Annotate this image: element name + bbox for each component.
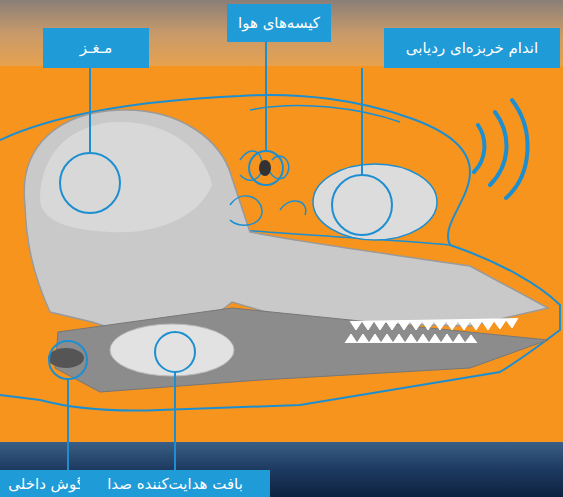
part-label: اندام خربزه‌ای ردیابی [406,39,538,57]
skull-highlight [40,122,212,232]
melon [313,164,437,240]
sea-band [0,442,563,497]
leader-line [174,372,176,470]
sky-band [0,0,563,68]
leader-line [89,68,91,153]
label-box: کیسه‌های هوا [227,4,331,42]
callout-circle [332,175,392,235]
label-box: مـغـز [43,28,149,68]
air-sacs [230,151,306,225]
label-box: اندام خربزه‌ای ردیابی [384,28,560,68]
callout-circle [155,332,195,372]
inner-ear [48,348,84,368]
sound-tissue [110,324,234,376]
head-outline [0,95,560,411]
callout-circle [60,153,120,213]
part-label: بافت هدایت‌کننده صدا [107,475,243,493]
leader-line [67,379,69,470]
upper-teeth [350,318,518,330]
callout-circle [249,151,283,185]
callout-circle [49,341,87,379]
air-sac-dark [259,160,271,176]
label-box: بافت هدایت‌کننده صدا [80,470,270,497]
lower-teeth [345,334,477,343]
skull [24,110,548,331]
leader-line [265,42,267,151]
leader-line [361,68,363,175]
lower-jaw [55,308,548,392]
sound-waves [474,100,528,198]
part-label: گوش داخلی [8,475,84,493]
part-label: کیسه‌های هوا [238,14,320,32]
orange-panel [0,66,563,443]
part-label: مـغـز [80,39,112,57]
label-box: گوش داخلی [0,470,92,497]
